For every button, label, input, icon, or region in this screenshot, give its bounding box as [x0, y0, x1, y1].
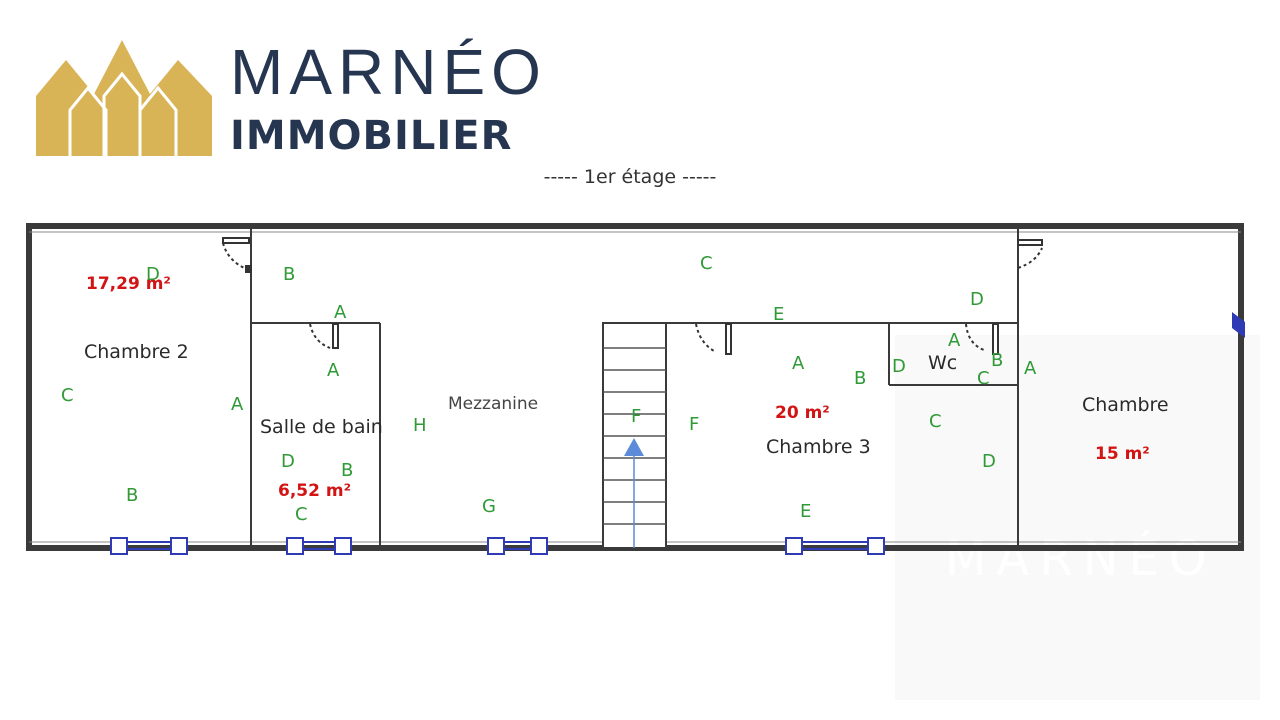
marker: C [700, 253, 713, 274]
marker: A [334, 302, 347, 323]
marker: D [982, 451, 996, 472]
room-label-mezzanine: Mezzanine [448, 394, 538, 414]
room-label-chambre-3: Chambre 3 [766, 436, 871, 458]
marker: D [146, 264, 160, 285]
room-label-wc: Wc [928, 352, 957, 374]
door-wc [965, 323, 999, 355]
marker: A [231, 394, 244, 415]
room-label-chambre-2: Chambre 2 [84, 341, 189, 363]
marker: B [854, 368, 866, 389]
brand-name: MARNÉO [230, 36, 547, 108]
marker: D [892, 356, 906, 377]
room-label-chambre: Chambre [1082, 394, 1169, 416]
marker: H [413, 415, 427, 436]
marker: A [792, 353, 805, 374]
marker: D [970, 289, 984, 310]
marker: A [948, 330, 961, 351]
marker: B [126, 485, 138, 506]
area-chambre-3: 20 m² [775, 403, 830, 423]
door-chambre [1017, 239, 1043, 269]
door-chambre2 [222, 237, 252, 273]
stair-arrow-icon [624, 438, 644, 456]
window-chambre3 [785, 537, 885, 555]
marker: B [341, 460, 353, 481]
marker: C [295, 504, 308, 525]
marker: E [773, 304, 784, 325]
area-chambre: 15 m² [1095, 444, 1150, 464]
brand-subtitle: IMMOBILIER [230, 113, 513, 159]
wall-markers: D B C A B A A D B C H G C E F F A B E D … [61, 253, 1037, 525]
marker: D [281, 451, 295, 472]
door-chambre3 [695, 323, 732, 355]
area-chambre-2: 17,29 m² [86, 274, 171, 294]
window-chambre2 [110, 537, 188, 555]
door-salle-de-bain [309, 323, 339, 349]
marker: A [327, 360, 340, 381]
window-mezzanine [487, 537, 548, 555]
marker: C [929, 411, 942, 432]
floor-title: ----- 1er étage ----- [543, 166, 717, 188]
staircase [602, 322, 667, 549]
window-chambre-side [1232, 312, 1245, 338]
watermark-text: MARNÉO [945, 530, 1217, 587]
marker: C [977, 368, 990, 389]
marker: C [61, 385, 74, 406]
marker: G [482, 496, 496, 517]
window-salle-de-bain [286, 537, 352, 555]
marker: B [991, 350, 1003, 371]
marker: F [689, 414, 699, 435]
marker: E [800, 501, 811, 522]
area-salle-de-bain: 6,52 m² [278, 481, 351, 501]
room-label-salle-de-bain: Salle de bain [260, 416, 383, 438]
logo-houses-icon [36, 40, 212, 156]
marker: A [1024, 358, 1037, 379]
watermark-panel [895, 335, 1260, 700]
marker: B [283, 264, 295, 285]
marker: F [631, 406, 641, 427]
